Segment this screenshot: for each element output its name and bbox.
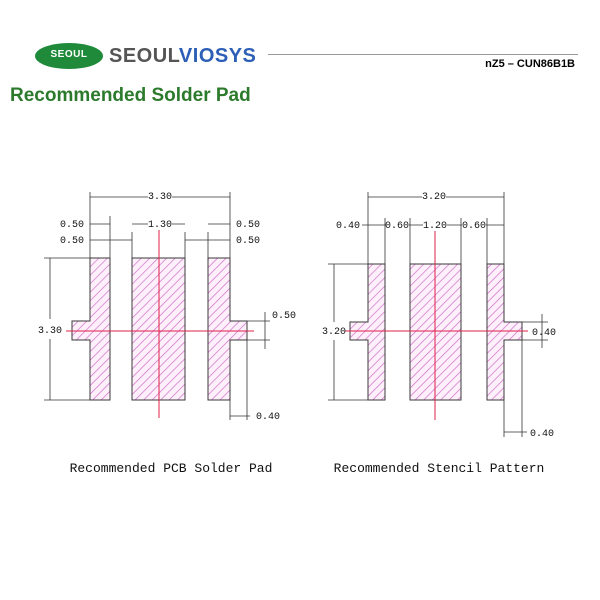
stencil-dim-right-gap: 0.60 <box>462 221 486 232</box>
header-rule <box>268 54 578 55</box>
pcb-dim-right-pad-width: 0.50 <box>236 236 260 247</box>
pcb-dim-tab-length: 0.40 <box>256 412 280 423</box>
pcb-dim-left-pad-width: 0.50 <box>60 236 84 247</box>
stencil-drawing: 3.20 0.40 0.60 1.20 0.60 3.20 0.40 0.40 … <box>322 189 556 476</box>
stencil-dim-height: 3.20 <box>322 327 346 338</box>
pcb-dim-left-gap-top: 0.50 <box>60 220 84 231</box>
pcb-drawing: 3.30 0.50 0.50 1.30 0.50 0.50 3.30 0.50 … <box>38 189 296 476</box>
logo-word-seoul: SEOUL <box>109 45 179 67</box>
logo-word-viosys: VIOSYS <box>178 45 257 67</box>
pcb-dim-tab-height: 0.50 <box>272 311 296 322</box>
stencil-dim-center-width: 1.20 <box>423 221 447 232</box>
part-number: nZ5 – CUN86B1B <box>485 58 575 70</box>
stencil-dim-tab-length: 0.40 <box>530 429 554 440</box>
logo-oval <box>35 43 103 69</box>
logo-oval-text: SEOUL <box>50 49 88 60</box>
pcb-dim-center-width: 1.30 <box>148 220 172 231</box>
pcb-right-pad <box>207 257 248 401</box>
pcb-dim-right-gap-top: 0.50 <box>236 220 260 231</box>
stencil-dim-tab-height: 0.40 <box>532 328 556 339</box>
stencil-left-pad <box>349 263 386 401</box>
logo-wordmark: SEOULVIOSYS <box>109 45 256 68</box>
stencil-caption: Recommended Stencil Pattern <box>334 461 545 476</box>
pcb-caption: Recommended PCB Solder Pad <box>70 461 273 476</box>
stencil-dim-side-width: 0.40 <box>336 221 360 232</box>
stencil-dim-total-width: 3.20 <box>422 192 446 203</box>
page-title: Recommended Solder Pad <box>10 85 251 106</box>
stencil-dim-left-gap: 0.60 <box>385 221 409 232</box>
stencil-right-pad <box>486 263 523 401</box>
pcb-left-pad <box>71 257 111 401</box>
pcb-dim-total-width: 3.30 <box>148 192 172 203</box>
logo: SEOUL SEOULVIOSYS <box>35 41 270 73</box>
pcb-dim-height: 3.30 <box>38 326 62 337</box>
